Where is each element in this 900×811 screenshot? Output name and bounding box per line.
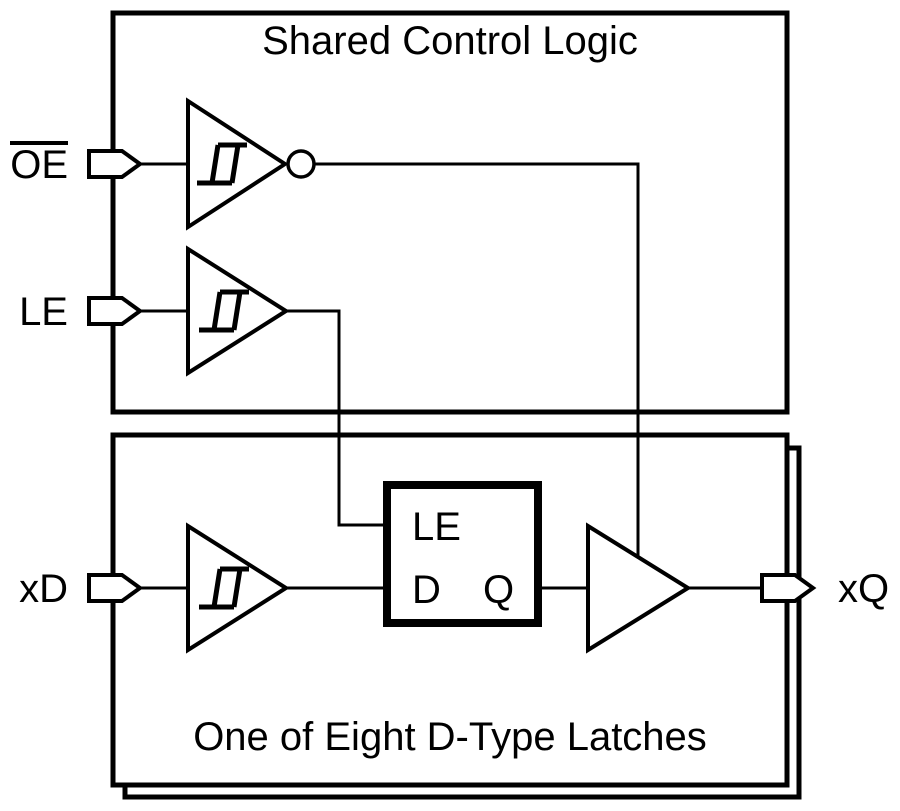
oe-input-pin-icon [87, 149, 144, 179]
d-latch-box [383, 481, 542, 627]
le-port-label: LE [19, 290, 68, 334]
oe-schmitt-inverter [186, 97, 316, 231]
output-buffer-triangle [586, 522, 692, 654]
xd-port-label: xD [19, 567, 68, 611]
d-latch-cell: LE D Q [383, 481, 542, 627]
xq-port-label: xQ [838, 567, 889, 611]
latch-q-pin-label: Q [483, 568, 514, 612]
latch-le-pin-label: LE [412, 505, 461, 549]
le-schmitt-buffer [186, 245, 290, 377]
xd-input-pin-icon [87, 573, 144, 603]
latch-d-pin-label: D [412, 568, 441, 612]
output-buffer [586, 522, 692, 654]
oe-port-label-group: OE [10, 141, 68, 187]
inverter-bubble-icon [286, 149, 316, 179]
wire-oe-to-output-buffer-enable [314, 162, 640, 556]
xd-schmitt-buffer [186, 522, 290, 654]
oe-port-label: OE [10, 143, 68, 187]
wire-le-to-latch [286, 309, 387, 527]
top-block-title: Shared Control Logic [262, 19, 638, 63]
xq-output-pin-icon [760, 573, 817, 603]
bottom-block-title: One of Eight D-Type Latches [193, 715, 707, 759]
le-input-pin-icon [87, 296, 144, 326]
